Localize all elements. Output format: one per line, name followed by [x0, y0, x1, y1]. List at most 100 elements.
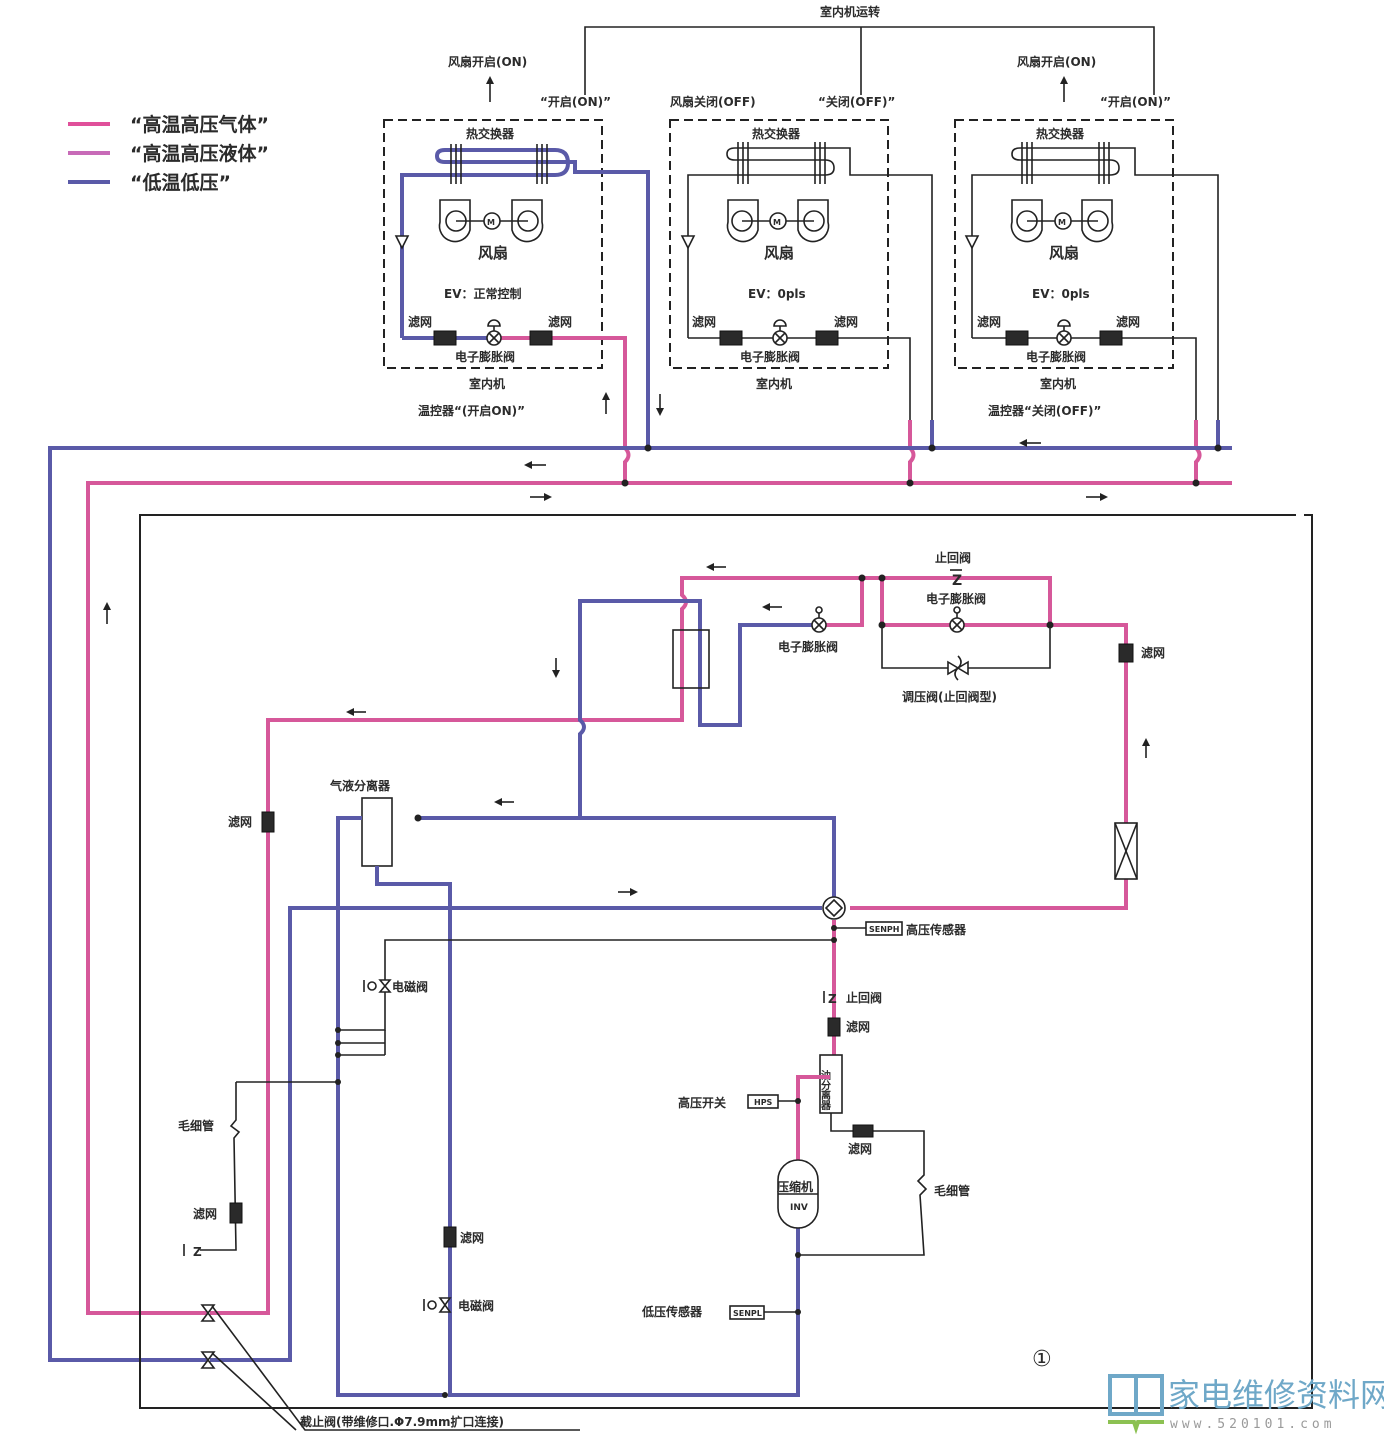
four-way-valve-icon	[822, 896, 846, 920]
oil-separator-label: 油分离器	[819, 1069, 832, 1111]
indoor-operation-tree: 室内机运转 风扇开启(ON) “开启(ON)” 风扇关闭(OFF) “关闭(OF…	[448, 4, 1171, 109]
logo-text-url: www.520101.com	[1170, 1417, 1336, 1432]
outdoor-unit-boundary	[139, 514, 1313, 1409]
indoor-unit-2-liquid-line	[688, 337, 911, 420]
indoor-unit-1-filter-right-label: 滤网	[548, 314, 572, 329]
hot-gas-line-upper	[210, 576, 862, 1315]
indoor-unit-3-filter-right-label: 滤网	[1116, 314, 1140, 329]
legend-label-hot-gas: “高温高压气体”	[130, 113, 269, 136]
indoor-unit-3-liquid-line	[972, 337, 1197, 420]
indoor-unit-1-thermostat: 温控器“(开启ON)”	[418, 403, 525, 418]
subcooler-low-line	[418, 599, 812, 820]
filter-icon	[229, 1202, 243, 1224]
flow-arrow-down-icon	[656, 394, 664, 416]
expansion-valve-icon	[949, 606, 965, 633]
expansion-valve-icon	[1056, 319, 1072, 346]
distributor-icon	[680, 235, 696, 250]
indoor-unit-2-filter-right-label: 滤网	[834, 314, 858, 329]
flow-arrow-left-icon	[762, 603, 782, 611]
junction-dot	[414, 814, 422, 822]
indoor-unit-3-liquid-branch	[1194, 420, 1202, 482]
distributor-icon	[394, 235, 410, 250]
outdoor-heat-exchanger-icon	[1114, 822, 1138, 880]
indoor-unit-3-hx-label: 热交换器	[1036, 126, 1085, 141]
junction-dot	[906, 479, 914, 487]
heat-exchanger-fins-icon	[450, 144, 548, 184]
pressure-regulator-valve-icon	[947, 655, 969, 681]
eev-left-line	[826, 578, 864, 627]
indoor-unit-1-hx-label: 热交换器	[466, 126, 515, 141]
flow-arrow-right-icon	[618, 888, 638, 896]
indoor-unit-2-valve-label: 电子膨胀阀	[740, 349, 800, 364]
svg-text:Z: Z	[828, 992, 837, 1006]
flow-arrow-left-icon	[706, 563, 726, 571]
junction-dot	[621, 479, 629, 487]
airflow-arrow-left-icon	[486, 76, 494, 102]
separator-label: 气液分离器	[329, 778, 391, 793]
check-valve-top-label: 止回阀	[935, 550, 971, 565]
expansion-valve-icon	[811, 606, 827, 633]
junction-dot	[928, 444, 936, 452]
indoor-unit-2-ev-status: EV：0pls	[748, 287, 806, 301]
filter-icon	[852, 1124, 874, 1138]
indoor-unit-3-thermostat: 温控器“关闭(OFF)”	[988, 403, 1101, 418]
capillary-left-label: 毛细管	[178, 1118, 214, 1133]
junction-dot	[1046, 621, 1054, 629]
fan-on-right-label: 风扇开启(ON)	[1017, 54, 1096, 69]
fan-icon: M	[1010, 199, 1114, 243]
filter-icon	[1005, 330, 1029, 346]
fan-on-left-label: 风扇开启(ON)	[448, 54, 527, 69]
flow-arrow-down-icon	[552, 658, 560, 678]
svg-text:M: M	[773, 218, 781, 227]
indoor-operation-title: 室内机运转	[820, 4, 880, 19]
low-pressure-return-line	[210, 906, 822, 1362]
low-pressure-trunk	[48, 446, 1232, 1362]
solenoid-2-label: 电磁阀	[458, 1298, 494, 1313]
filter-left-label: 滤网	[228, 814, 252, 829]
junction-dot	[795, 1252, 801, 1258]
tree-wire	[584, 26, 1155, 95]
filter-icon	[433, 330, 457, 346]
compressor-tag: INV	[790, 1203, 808, 1213]
solenoid-valve-icon	[363, 979, 392, 993]
suction-line	[375, 866, 800, 1397]
main-trunk-lines	[48, 392, 1232, 1362]
figure-number: ①	[1032, 1347, 1052, 1372]
hp-sensor-tag: SENPH	[869, 925, 899, 934]
site-logo: 家电维修资料网 www.520101.com	[1108, 1374, 1384, 1435]
oil-sep-to-compressor	[796, 1075, 830, 1160]
heat-exchanger-fins-icon	[1021, 142, 1110, 184]
heat-exchanger-fins-icon	[737, 142, 826, 184]
indoor-unit-3-valve-label: 电子膨胀阀	[1026, 349, 1086, 364]
indoor-unit-2-coil	[687, 147, 933, 448]
high-pressure-trunk	[86, 481, 1232, 1315]
lp-sensor-tag: SENPL	[733, 1309, 762, 1318]
junction-dot	[858, 574, 866, 582]
flow-arrow-right-icon	[530, 493, 552, 501]
check-valve-icon: Z	[950, 569, 962, 589]
solenoid-1-label: 电磁阀	[392, 979, 428, 994]
indoor-unit-1-name: 室内机	[469, 376, 505, 391]
legend: “高温高压气体” “高温高压液体” “低温低压”	[68, 113, 269, 194]
indoor-unit-2-boundary	[669, 119, 889, 369]
stop-valve-label: 截止阀(带维修口.Φ7.9mm扩口连接)	[300, 1414, 504, 1429]
flow-arrow-left-icon	[346, 708, 366, 716]
filter-icon	[827, 1017, 841, 1037]
flow-arrow-left-icon	[1019, 439, 1041, 447]
logo-text-cn: 家电维修资料网	[1168, 1376, 1384, 1414]
svg-text:Z: Z	[193, 1245, 202, 1259]
indoor-unit-3-boundary	[954, 119, 1174, 369]
hp-switch-box	[747, 1094, 779, 1109]
compressor-label: 压缩机	[777, 1179, 813, 1194]
indoor-unit-2-name: 室内机	[756, 376, 792, 391]
stop-valve-leader	[211, 1352, 297, 1431]
filter-icon	[261, 811, 275, 833]
eev-top-label: 电子膨胀阀	[926, 591, 986, 606]
svg-text:M: M	[487, 218, 495, 227]
compressor-icon	[777, 1159, 819, 1229]
capillary-right-label: 毛细管	[934, 1183, 970, 1198]
gas-liquid-separator	[361, 797, 393, 867]
fan-off-mid-label: 风扇关闭(OFF)	[670, 94, 756, 109]
subcooler-hx	[672, 629, 710, 689]
